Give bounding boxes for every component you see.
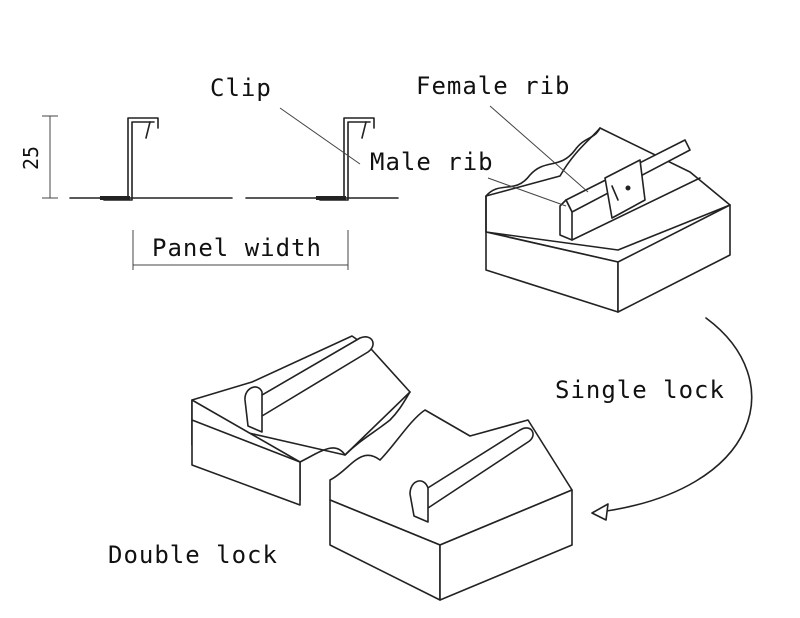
- transition-arrow: [599, 317, 753, 513]
- female-rib-label: Female rib: [416, 72, 571, 100]
- double-lock-right-block: [329, 409, 573, 601]
- height-dimension-label: 25: [19, 146, 43, 170]
- arrow-head: [591, 503, 609, 521]
- panel-width-dimension: Panel width: [132, 230, 349, 270]
- clip-leader-line: [279, 107, 361, 165]
- clip-label: Clip: [210, 74, 272, 102]
- panel-profile-section: [69, 117, 399, 201]
- single-lock-label: Single lock: [555, 376, 725, 404]
- female-rib-leader-line: [489, 105, 589, 193]
- panel-width-label: Panel width: [152, 234, 322, 262]
- single-lock-block: [485, 127, 731, 313]
- male-rib-label: Male rib: [370, 148, 494, 176]
- double-lock-label: Double lock: [108, 541, 278, 569]
- double-lock-left-block: [191, 335, 411, 506]
- male-rib-leader-line: [487, 177, 567, 207]
- height-dimension: 25: [19, 115, 58, 199]
